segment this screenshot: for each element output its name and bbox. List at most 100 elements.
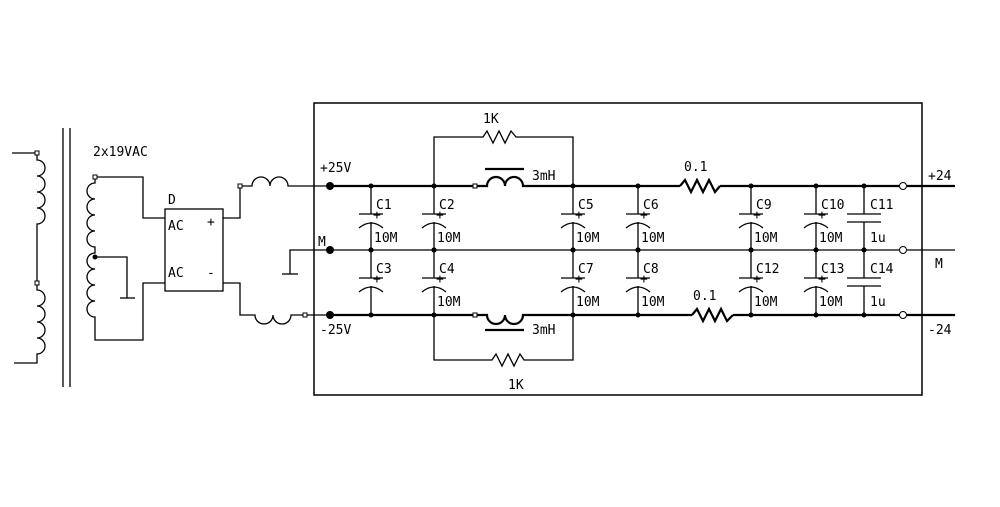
polarity-plus-icon: + [575,208,583,223]
capacitor-ref: C12 [756,262,779,277]
rail-label-pos-out: +24 [928,169,952,184]
bridge-ac1: AC [168,219,184,234]
capacitor-ref: C13 [821,262,844,277]
polarity-plus-icon: + [818,272,826,287]
bottom-series-resistor-value: 0.1 [693,289,716,304]
junction-dot [570,312,576,318]
capacitor-value: 10M [754,231,778,246]
junction-dot [368,183,374,189]
bridge-rectifier: D AC AC + - [164,193,224,292]
capacitor-value: 10M [437,231,461,246]
bottom-bypass-resistor-value: 1K [508,378,524,393]
top-series-resistor-value: 0.1 [684,160,707,175]
junction-dot [748,183,754,189]
capacitor-ref: C10 [821,198,844,213]
capacitor-value: 10M [754,295,778,310]
polarity-plus-icon: + [640,272,648,287]
polarity-plus-icon: + [373,272,381,287]
transformer-core [62,128,71,387]
capacitor-ref: C4 [439,262,455,277]
capacitor-c1: +C1 10M [358,183,398,253]
polarity-plus-icon: + [753,208,761,223]
polarity-plus-icon: + [640,208,648,223]
junction-dot [861,183,867,189]
capacitor-ref: C11 [870,198,893,213]
junction-dot [431,312,437,318]
input-chokes [223,176,330,325]
capacitor-c13: +C13 10M [803,247,844,318]
bridge-plus: + [207,215,215,230]
capacitor-c7: +C7 10M [560,247,600,318]
rail-label-neg-out: -24 [928,323,952,338]
capacitor-c14: C14 1u [847,247,894,318]
junction-dot [813,247,819,253]
top-inductor: 3mH [472,167,573,189]
bridge-minus: - [207,266,215,281]
top-series-resistor: 0.1 [679,160,721,195]
transformer-primary [12,150,46,364]
capacitor-c9: +C9 10M [738,183,778,253]
top-bypass-resistor: 1K [433,112,574,186]
rail-label-neg-in: -25V [320,323,351,338]
capacitor-ref: C6 [643,198,659,213]
junction-dot [635,312,641,318]
capacitor-ref: C14 [870,262,894,277]
polarity-plus-icon: + [373,208,381,223]
capacitor-value: 10M [819,231,843,246]
bridge-ac2: AC [168,266,184,281]
bottom-bypass-resistor: 1K [433,315,574,393]
bottom-inductor: 3mH [472,312,573,338]
junction-dot [813,312,819,318]
capacitor-value: 10M [374,231,398,246]
junction-dot [861,247,867,253]
junction-dot [748,312,754,318]
capacitor-ref: C3 [376,262,392,277]
filter-board-outline [313,102,923,396]
capacitor-value: 10M [576,231,600,246]
polarity-plus-icon: + [436,272,444,287]
rail-label-mid-out: M [935,257,943,272]
junction-dot [368,312,374,318]
capacitor-c10: +C10 10M [803,183,844,253]
capacitor-c11: C11 1u [847,183,893,253]
junction-dot [813,183,819,189]
bottom-inductor-value: 3mH [532,323,555,338]
capacitor-ref: C9 [756,198,772,213]
capacitor-c4: +C4 10M [421,247,461,318]
capacitor-c12: +C12 10M [738,247,779,318]
capacitor-value: 10M [641,231,665,246]
capacitor-value: 1u [870,295,886,310]
capacitors: +C110M+C210M+C510M+C610M+C910M+C1010MC11… [358,183,894,318]
capacitor-ref: C1 [376,198,392,213]
capacitor-value: 10M [819,295,843,310]
junction-dot [635,183,641,189]
junction-dot [861,312,867,318]
capacitor-c3: +C3 [358,247,392,318]
bottom-series-resistor: 0.1 [691,289,734,324]
capacitor-value: 10M [576,295,600,310]
capacitor-value: 1u [870,231,886,246]
output-terminals[interactable] [899,182,907,319]
polarity-plus-icon: + [753,272,761,287]
junction-dot [635,247,641,253]
bridge-ref: D [168,193,176,208]
transformer-secondary [86,174,165,341]
capacitor-value: 10M [437,295,461,310]
polarity-plus-icon: + [575,272,583,287]
junction-dot [368,247,374,253]
junction-dot [431,183,437,189]
top-inductor-value: 3mH [532,169,555,184]
junction-dot [431,247,437,253]
top-bypass-resistor-value: 1K [483,112,499,127]
junction-dot [570,183,576,189]
polarity-plus-icon: + [436,208,444,223]
capacitor-ref: C7 [578,262,594,277]
capacitor-ref: C8 [643,262,659,277]
capacitor-c6: +C6 10M [625,183,665,253]
polarity-plus-icon: + [818,208,826,223]
junction-dot [570,247,576,253]
